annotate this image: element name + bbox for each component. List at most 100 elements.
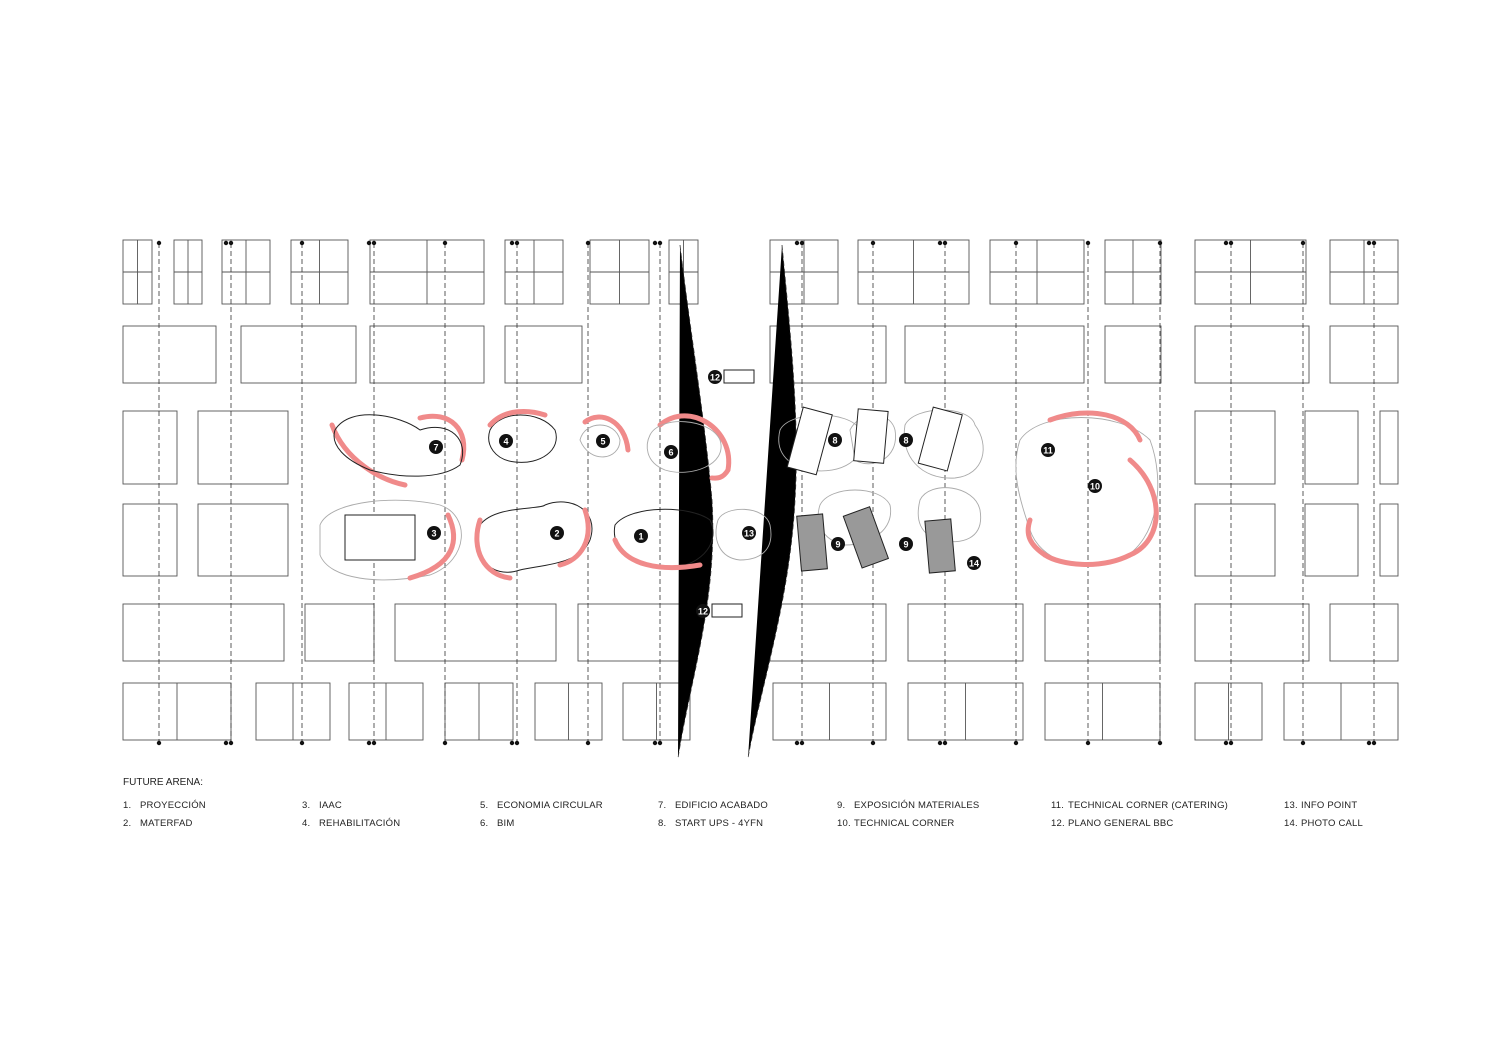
legend-title: FUTURE ARENA: — [123, 777, 204, 788]
building-block — [122, 603, 285, 662]
legend-item: 3. IAAC — [302, 800, 342, 811]
legend-item-label: BIM — [497, 818, 515, 829]
building-block — [577, 603, 691, 662]
legend-item-number: 9. — [837, 800, 846, 811]
zone-marker-3: 3 — [427, 526, 441, 540]
marker-number: 13 — [744, 529, 754, 539]
legend-item: 11.TECHNICAL CORNER (CATERING) — [1051, 800, 1228, 811]
legend-item-number: 3. — [302, 800, 311, 811]
zone-marker-11: 11 — [1041, 443, 1055, 457]
building-block — [304, 603, 375, 662]
legend-item: 4. REHABILITACIÓN — [302, 818, 400, 829]
building-block — [904, 325, 1085, 384]
zone-marker-8: 8 — [899, 433, 913, 447]
legend-item: 6. BIM — [480, 818, 515, 829]
building-block — [1194, 503, 1276, 577]
legend-item-number: 7. — [658, 800, 667, 811]
legend-item-label: EXPOSICIÓN MATERIALES — [854, 800, 980, 811]
legend-item-label: PROYECCIÓN — [140, 800, 206, 811]
marker-number: 11 — [1043, 446, 1053, 456]
zone-marker-8: 8 — [828, 433, 842, 447]
building-block — [240, 325, 357, 384]
legend-item: 9. EXPOSICIÓN MATERIALES — [837, 800, 979, 811]
zone-marker-9: 9 — [831, 537, 845, 551]
legend-item-number: 5. — [480, 800, 489, 811]
legend-item-number: 14. — [1284, 818, 1298, 829]
legend-item-label: REHABILITACIÓN — [319, 818, 401, 829]
marker-number: 7 — [433, 443, 438, 453]
marker-number: 12 — [710, 373, 720, 383]
building-block — [1194, 410, 1276, 485]
legend-item-label: START UPS - 4YFN — [675, 818, 764, 829]
legend-item-label: PHOTO CALL — [1301, 818, 1364, 829]
building-block — [907, 603, 1024, 662]
legend-item: 7.EDIFICIO ACABADO — [658, 800, 768, 811]
building-block — [1304, 410, 1359, 485]
building-block — [197, 410, 289, 485]
marker-number: 14 — [969, 559, 979, 569]
building-block — [394, 603, 557, 662]
legend-item-number: 10. — [837, 818, 851, 829]
building-block — [1329, 325, 1399, 384]
building-block — [769, 325, 887, 384]
legend-item-number: 1. — [123, 800, 132, 811]
building-block — [1329, 603, 1399, 662]
grid-axes — [156, 240, 1377, 746]
legend-item-number: 2. — [123, 818, 132, 829]
zone-marker-6: 6 — [664, 445, 678, 459]
legend-item: 5.ECONOMIA CIRCULAR — [480, 800, 603, 811]
marker-number: 6 — [668, 448, 673, 458]
legend-item: 13.INFO POINT — [1284, 800, 1357, 811]
legend-item-number: 11. — [1051, 800, 1065, 811]
legend-item-number: 6. — [480, 818, 489, 829]
building-block — [122, 325, 217, 384]
zone-marker-2: 2 — [550, 526, 564, 540]
exhibition-zones — [319, 408, 1159, 581]
marker-number: 8 — [903, 436, 908, 446]
building-block — [1194, 325, 1310, 384]
marker-number: 10 — [1090, 482, 1100, 492]
legend-item: 12.PLANO GENERAL BBC — [1051, 818, 1173, 829]
curved-path — [677, 244, 797, 759]
floor-plan: 7 4 5 6 3 2 1 13 12 12 8 8 9 9 14 11 10 — [122, 239, 1399, 759]
legend-item-label: TECHNICAL CORNER (CATERING) — [1068, 800, 1229, 811]
legend-item-number: 12. — [1051, 818, 1065, 829]
zone-marker-12: 12 — [696, 604, 710, 618]
legend-item: 10.TECHNICAL CORNER — [837, 818, 955, 829]
building-block — [1194, 603, 1310, 662]
marker-number: 1 — [638, 532, 643, 542]
building-block — [1044, 603, 1161, 662]
legend-item-label: INFO POINT — [1301, 800, 1358, 811]
zone-7-highlight — [329, 422, 408, 488]
zone-marker-7: 7 — [429, 440, 443, 454]
marker-number: 9 — [903, 540, 908, 550]
marker-number: 9 — [835, 540, 840, 550]
building-block — [769, 603, 887, 662]
zone-marker-1: 1 — [634, 529, 648, 543]
building-block — [1104, 325, 1162, 384]
marker-number: 8 — [832, 436, 837, 446]
legend-item: 1. PROYECCIÓN — [123, 800, 206, 811]
marker-number: 3 — [431, 529, 436, 539]
legend-item: 2.MATERFAD — [123, 818, 193, 829]
building-block — [122, 503, 178, 577]
building-block — [1379, 410, 1399, 485]
legend-item-label: IAAC — [319, 800, 342, 811]
marker-number: 4 — [503, 437, 508, 447]
building-block — [122, 410, 178, 485]
zone-markers: 7 4 5 6 3 2 1 13 12 12 8 8 9 9 14 11 10 — [427, 370, 1102, 618]
legend-item-label: TECHNICAL CORNER — [854, 818, 955, 829]
legend-item-number: 8. — [658, 818, 667, 829]
building-block — [197, 503, 289, 577]
zone-marker-12: 12 — [708, 370, 722, 384]
building-block — [1379, 503, 1399, 577]
marker-number: 12 — [698, 607, 708, 617]
building-block — [1304, 503, 1359, 577]
stands — [344, 369, 963, 618]
legend-item-label: PLANO GENERAL BBC — [1068, 818, 1174, 829]
zone-marker-5: 5 — [596, 434, 610, 448]
marker-number: 2 — [554, 529, 559, 539]
marker-number: 5 — [600, 437, 605, 447]
building-block — [369, 325, 485, 384]
legend-item-number: 4. — [302, 818, 311, 829]
